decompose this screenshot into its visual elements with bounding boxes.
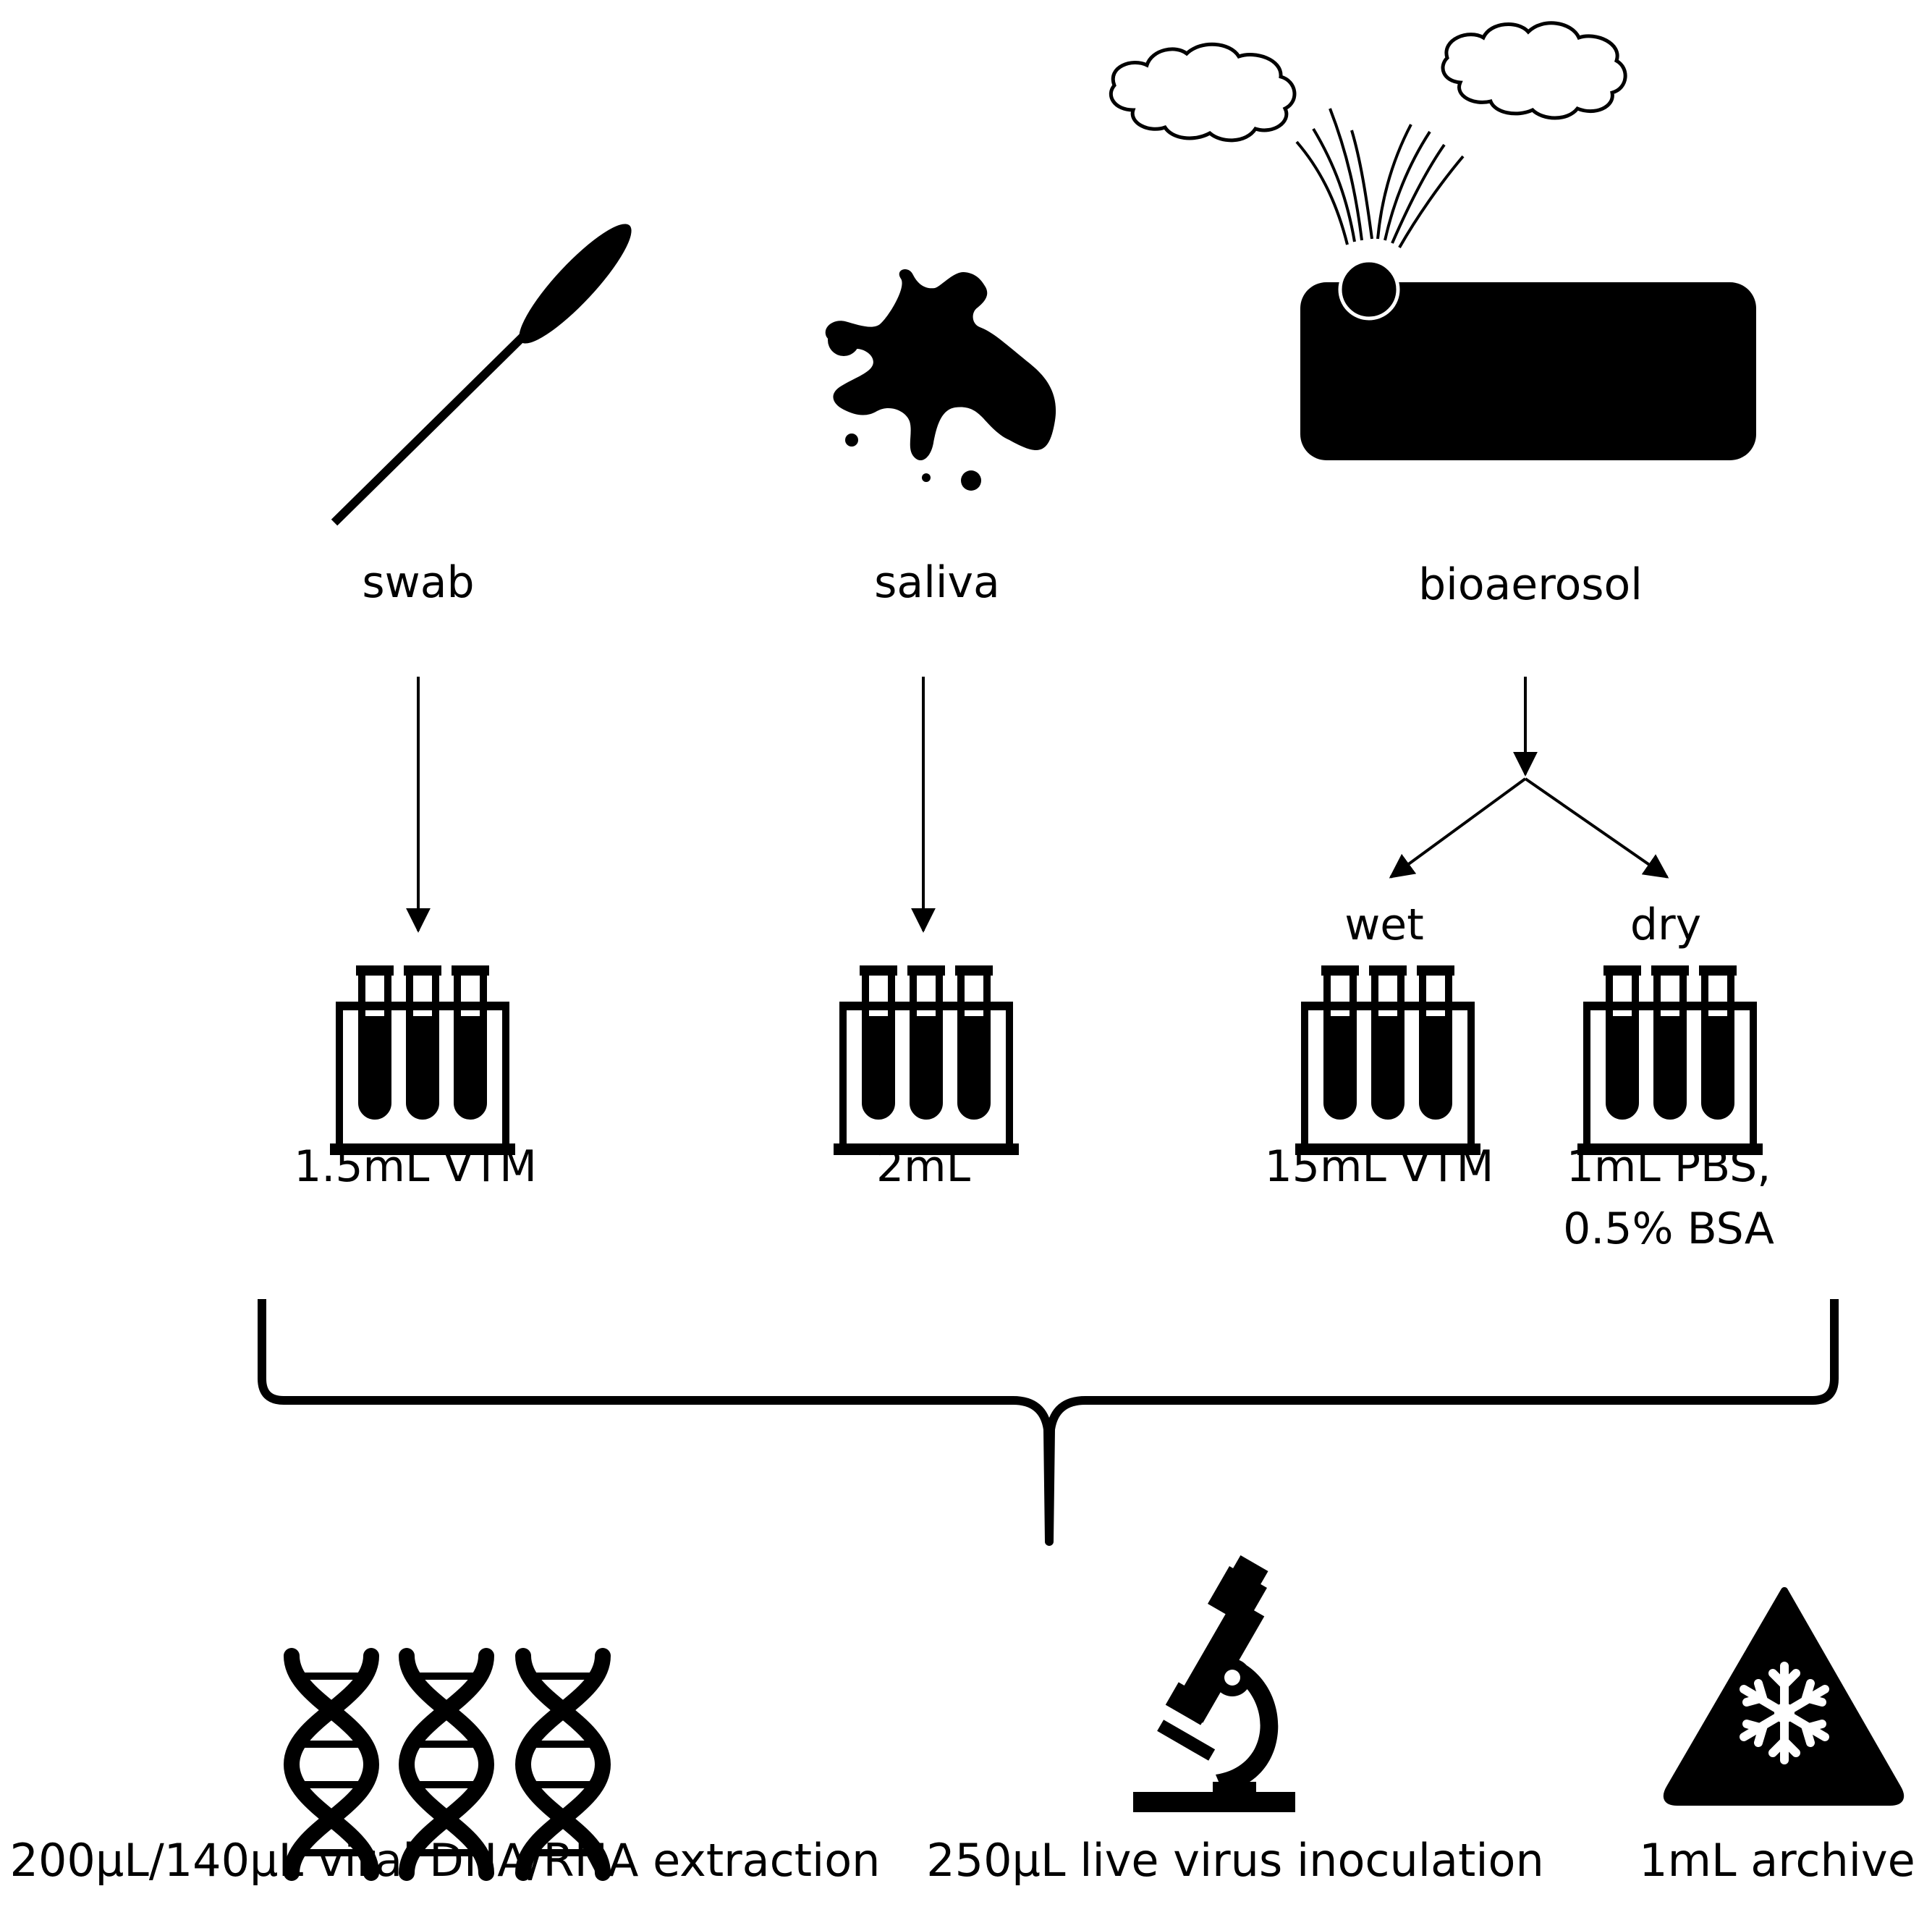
wet-volume: 15mL VTM xyxy=(1265,1141,1494,1192)
wet-branch-arrow xyxy=(1389,777,1527,879)
dry-branch-arrow xyxy=(1524,777,1669,879)
archive-label: 1mL archive xyxy=(1639,1834,1915,1887)
bioaerosol-sampler-icon xyxy=(1109,21,1756,460)
saliva-label: saliva xyxy=(874,557,1000,608)
inoculation-label: 250µL live virus inoculation xyxy=(926,1834,1544,1887)
snowflake-warning-icon xyxy=(1663,1587,1905,1806)
swab-label: swab xyxy=(362,557,474,608)
saliva-splash-icon xyxy=(825,268,1056,491)
microscope-icon xyxy=(1133,1555,1295,1812)
bioaerosol-label: bioaerosol xyxy=(1418,559,1643,610)
saliva-volume: 2mL xyxy=(876,1141,971,1192)
extraction-label: 200µL/140µL viral DNA/RNA extraction xyxy=(10,1834,881,1887)
test-tube-rack-icon xyxy=(1295,965,1480,1155)
dry-label: dry xyxy=(1630,900,1701,950)
test-tube-rack-icon xyxy=(1577,965,1763,1155)
wet-label: wet xyxy=(1344,900,1424,950)
dry-volume-line2: 0.5% BSA xyxy=(1563,1204,1774,1254)
swab-volume: 1.5mL VTM xyxy=(294,1141,537,1192)
test-tube-rack-icon xyxy=(834,965,1019,1155)
test-tube-rack-icon xyxy=(330,965,515,1155)
dry-volume-line1: 1mL PBS, xyxy=(1567,1141,1771,1192)
grouping-brace xyxy=(258,1299,1839,1546)
swab-icon xyxy=(331,224,632,526)
